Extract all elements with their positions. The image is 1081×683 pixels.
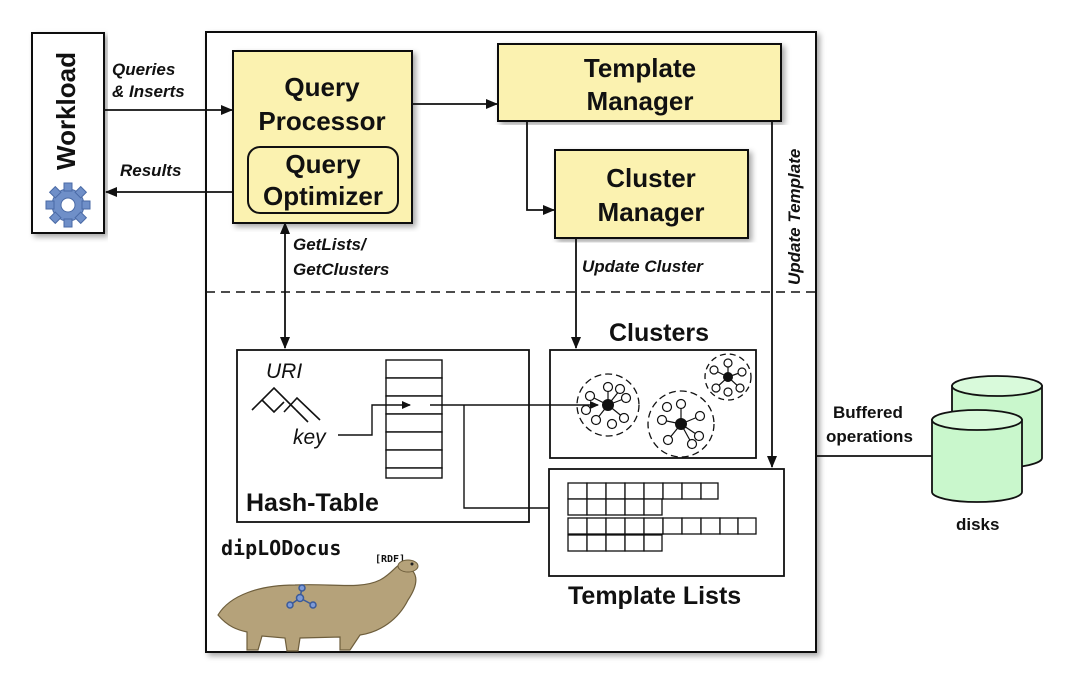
update-cluster-label: Update Cluster <box>582 257 704 276</box>
hash-table-title: Hash-Table <box>246 489 379 517</box>
gear-icon <box>45 182 91 228</box>
tm-to-cm-arrow <box>526 121 555 215</box>
cluster-graph-2 <box>647 390 715 458</box>
disks-label: disks <box>956 515 999 534</box>
key-label: key <box>293 426 327 449</box>
cluster-manager-title-1: Cluster <box>606 163 696 193</box>
logo-name: dipLODocus <box>221 536 341 560</box>
clusters-title: Clusters <box>609 319 709 347</box>
query-optimizer-box <box>247 146 399 214</box>
cluster-manager-box: Cluster Manager <box>554 149 749 239</box>
query-optimizer-title-1: Query <box>285 149 361 179</box>
template-lists-box: Template Lists <box>548 468 785 610</box>
query-optimizer-title-2: Optimizer <box>263 181 383 211</box>
operations-label: operations <box>826 427 913 446</box>
query-processor-title-2: Processor <box>258 106 385 136</box>
hash-to-lists-arrow <box>463 405 568 512</box>
disk-icon-front <box>931 409 1023 503</box>
logo-suffix: [RDF] <box>375 554 405 565</box>
dinosaur-icon <box>217 559 419 652</box>
update-template-label: Update Template <box>785 149 804 285</box>
results-label: Results <box>120 161 181 180</box>
uri-tree-icon <box>251 386 321 423</box>
uri-label: URI <box>266 360 302 383</box>
template-manager-title-2: Manager <box>587 86 694 116</box>
clusters-box <box>549 349 757 459</box>
workload-box: Workload <box>31 32 105 234</box>
cluster-graph-3 <box>704 353 752 401</box>
hash-table-box: URI key Hash-Table <box>236 349 530 523</box>
buffered-label: Buffered <box>833 403 903 422</box>
template-lists-title: Template Lists <box>568 582 741 610</box>
template-lists-grid <box>567 482 757 552</box>
cluster-manager-title-2: Manager <box>598 197 705 227</box>
getclusters-label: GetClusters <box>293 260 389 279</box>
template-manager-box: Template Manager <box>497 43 782 122</box>
query-processor-box: Query Processor Query Optimizer <box>232 50 413 224</box>
getlists-label: GetLists/ <box>293 235 368 254</box>
cluster-graph-1 <box>576 373 640 437</box>
diplodocus-logo: dipLODocus [RDF] <box>217 536 419 652</box>
inserts-label: & Inserts <box>112 82 185 101</box>
template-manager-title-1: Template <box>584 53 696 83</box>
query-processor-title-1: Query <box>284 72 360 102</box>
workload-label: Workload <box>51 52 81 170</box>
queries-label: Queries <box>112 60 175 79</box>
key-lookup-arrow <box>338 401 411 436</box>
hash-bucket-column <box>385 359 443 479</box>
